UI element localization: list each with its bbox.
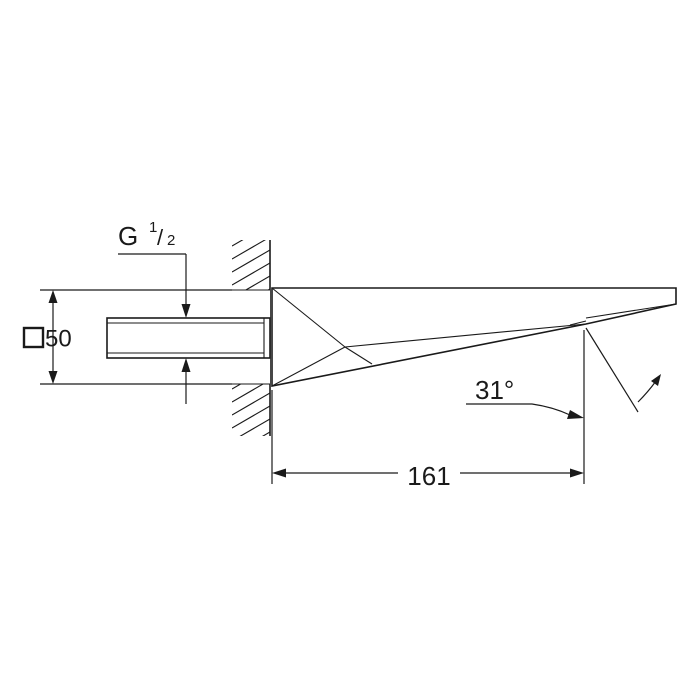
angle-ext-line [585,327,639,413]
square-size-label: 50 [45,326,72,353]
spout-outline [271,287,677,387]
hatch-line [232,211,270,233]
wall-opening [230,290,270,384]
spout-outlet-line [569,320,587,326]
hatch-line [232,198,270,220]
spout-edge-lower-diag [271,346,346,387]
angle-label: 31° [475,375,514,405]
spout-edge-middle [344,323,587,348]
wall [230,198,271,436]
square-arrow-top [48,290,58,303]
square-dimension: 50 [22,289,232,385]
hatch-line [232,249,270,273]
length-arrow-right [570,468,584,478]
thread-label-denominator: 2 [167,232,175,249]
length-label: 161 [407,461,450,491]
hatch-line [232,405,270,429]
spout [271,287,677,387]
angle-arc [637,380,657,403]
hatch-line [232,392,270,416]
spout-edge-upper-diag [271,287,346,348]
thread-arrow-top [181,304,191,318]
thread-label-g: G [118,221,138,251]
square-arrow-bottom [48,371,58,384]
pipe-connector [106,317,271,359]
spout-tip-line [585,303,677,319]
hatch-line [232,240,266,260]
angle-arrow-right [651,374,661,386]
hatch-line [261,431,270,436]
square-symbol-icon [22,326,45,349]
spout-edge-short [344,346,373,365]
thread-dimension: G 1 / 2 [118,219,191,404]
angle-leader-line [466,403,571,416]
length-dimension: 161 [271,330,585,491]
thread-label-slash: / [157,225,164,250]
angle-dimension: 31° [466,327,661,419]
thread-arrow-bottom [181,358,191,372]
hatch-line [232,240,244,247]
angle-arrow-left [567,410,584,419]
thread-label-numerator: 1 [149,219,157,236]
hatch-line [232,262,270,286]
hatch-line [239,418,270,436]
pipe-body [106,317,271,359]
length-arrow-left [272,468,286,478]
